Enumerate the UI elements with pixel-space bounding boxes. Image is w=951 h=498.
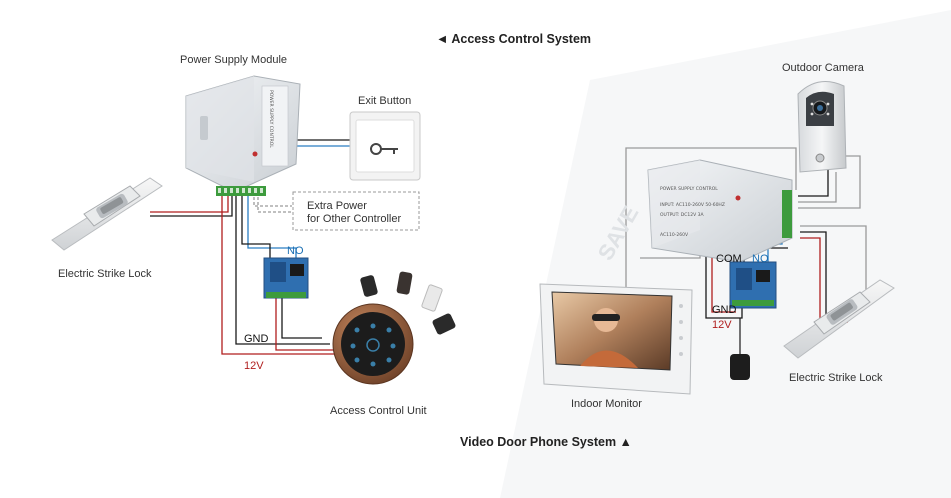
rfid-tags <box>360 271 456 335</box>
right-psu-input: INPUT: AC110-260V 50-60HZ <box>660 202 725 208</box>
right-power-supply-module: POWER SUPPLY CONTROL INPUT: AC110-260V 5… <box>647 159 793 263</box>
access-control-unit-device <box>332 303 414 385</box>
right-psu-output: OUTPUT: DC12V 3A <box>660 212 704 218</box>
right-electric-strike-lock <box>783 279 895 359</box>
extra-power-box: Extra Power for Other Controller <box>292 191 420 231</box>
no-left-tag: NO <box>287 245 304 257</box>
right-psu-title: POWER SUPPLY CONTROL <box>660 186 718 192</box>
v12-right-tag: 12V <box>712 319 732 331</box>
extra-power-line1: Extra Power <box>307 200 367 212</box>
outdoor-camera-device <box>797 81 847 173</box>
access-control-unit-label: Access Control Unit <box>330 405 427 417</box>
exit-button-device <box>349 111 421 181</box>
gnd-left-tag: GND <box>244 333 269 345</box>
left-electric-strike-lock <box>51 177 163 251</box>
power-supply-module-label: Power Supply Module <box>180 54 287 66</box>
right-relay-module <box>729 261 777 309</box>
left-relay-module <box>263 257 309 299</box>
access-control-header: ◄ Access Control System <box>436 32 591 46</box>
right-psu-ac: AC110-260V <box>660 232 689 238</box>
electric-strike-lock-right-label: Electric Strike Lock <box>789 372 883 384</box>
extra-power-line2: for Other Controller <box>307 213 401 225</box>
v12-left-tag: 12V <box>244 360 264 372</box>
video-door-phone-header: Video Door Phone System ▲ <box>460 435 632 449</box>
left-psu-title: POWER SUPPLY CONTROL <box>268 90 274 148</box>
indoor-monitor-label: Indoor Monitor <box>571 398 642 410</box>
outdoor-camera-label: Outdoor Camera <box>782 62 865 74</box>
com-right-tag: COM <box>716 253 742 265</box>
indoor-monitor-device <box>539 283 693 395</box>
no-right-tag: NO <box>752 253 769 265</box>
gnd-right-tag: GND <box>712 304 737 316</box>
electric-strike-lock-left-label: Electric Strike Lock <box>58 268 152 280</box>
exit-button-label: Exit Button <box>358 95 411 107</box>
left-power-supply-module: POWER SUPPLY CONTROL <box>185 75 301 196</box>
key-fob <box>730 318 750 380</box>
